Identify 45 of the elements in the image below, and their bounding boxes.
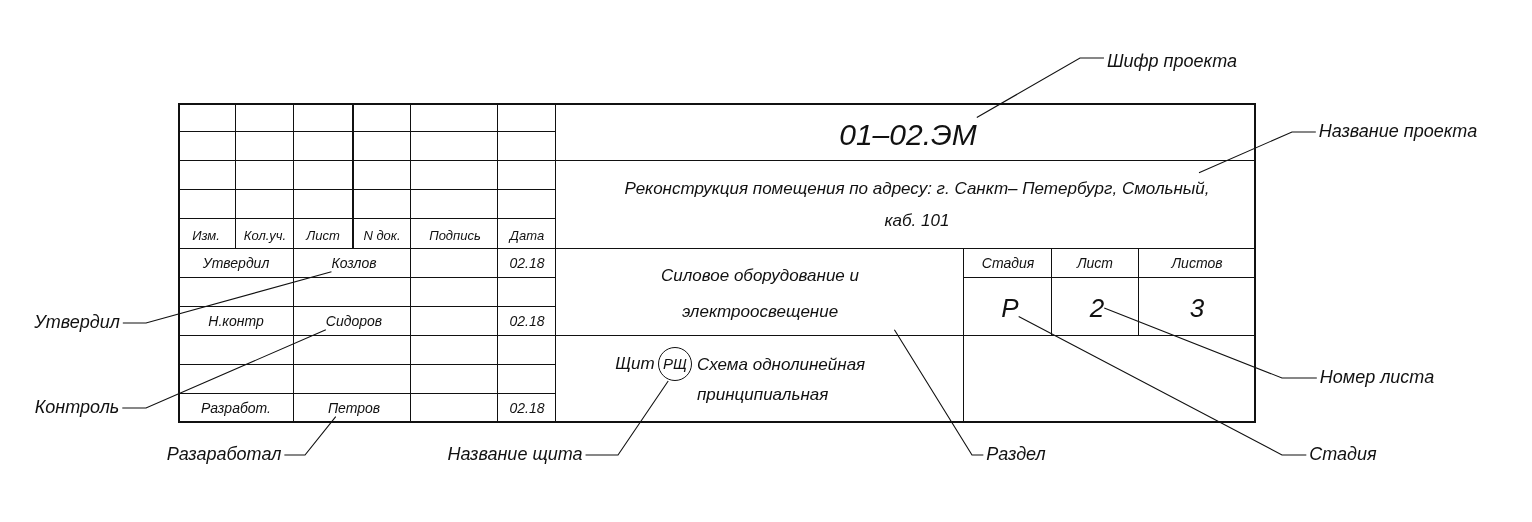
column-header: Подпись bbox=[429, 228, 481, 244]
callout-label: Разаработал bbox=[166, 445, 282, 465]
cell-text: Н.контр bbox=[208, 314, 264, 330]
leader-line bbox=[121, 329, 327, 409]
project-name: Реконструкция помещения по адресу: г. Санкт– Петербург, Смольный, каб. 101 bbox=[617, 172, 1217, 238]
leader-line bbox=[1103, 307, 1318, 379]
column-header: N док. bbox=[363, 228, 401, 244]
callout-label: Раздел bbox=[986, 445, 1046, 465]
leader-line bbox=[1018, 316, 1307, 456]
cell-text: 02.18 bbox=[509, 256, 545, 272]
stage-letter: Р bbox=[1001, 293, 1019, 323]
cell-text: Стадия bbox=[981, 256, 1035, 272]
callout-label: Стадия bbox=[1309, 445, 1377, 465]
leader-line bbox=[283, 416, 337, 456]
cell-text: Козлов bbox=[331, 256, 377, 272]
column-header: Изм. bbox=[192, 228, 220, 244]
callout-label: Название щита bbox=[447, 445, 583, 465]
drawing-title-text: Схема однолинейная принципиальная bbox=[697, 354, 867, 406]
leader-line bbox=[585, 380, 669, 456]
column-header: Дата bbox=[509, 228, 545, 244]
callout-label: Шифр проекта bbox=[1106, 52, 1238, 72]
cell-text: Сидоров bbox=[325, 314, 383, 330]
leader-line bbox=[122, 271, 332, 324]
cell-text: Утвердил bbox=[202, 256, 270, 272]
section-name: Силовое оборудование и электроосвещение bbox=[600, 258, 920, 330]
cell-text: Петров bbox=[327, 401, 381, 417]
callout-label: Контроль bbox=[34, 398, 120, 418]
cell-text: Листов bbox=[1171, 256, 1223, 272]
drawing-title-text: Щит bbox=[615, 354, 655, 374]
callout-label: Название проекта bbox=[1318, 122, 1478, 142]
title-block-frame bbox=[178, 103, 1256, 423]
cell-text: Разработ. bbox=[201, 401, 271, 417]
column-header: Лист bbox=[306, 228, 340, 244]
column-header: Кол.уч. bbox=[243, 228, 287, 244]
cell-text: 02.18 bbox=[509, 314, 545, 330]
project-code: 01–02.ЭМ bbox=[839, 117, 977, 151]
callout-label: Утвердил bbox=[34, 313, 120, 333]
leader-line bbox=[976, 57, 1105, 119]
callout-label: Номер листа bbox=[1319, 368, 1435, 388]
leader-line bbox=[893, 329, 984, 456]
leader-line bbox=[1198, 131, 1317, 174]
cell-text: 02.18 bbox=[509, 401, 545, 417]
drawing-title-text: 3 bbox=[1189, 293, 1205, 323]
sheet-number: 2 bbox=[1089, 293, 1105, 323]
cell-text: Лист bbox=[1077, 256, 1113, 272]
